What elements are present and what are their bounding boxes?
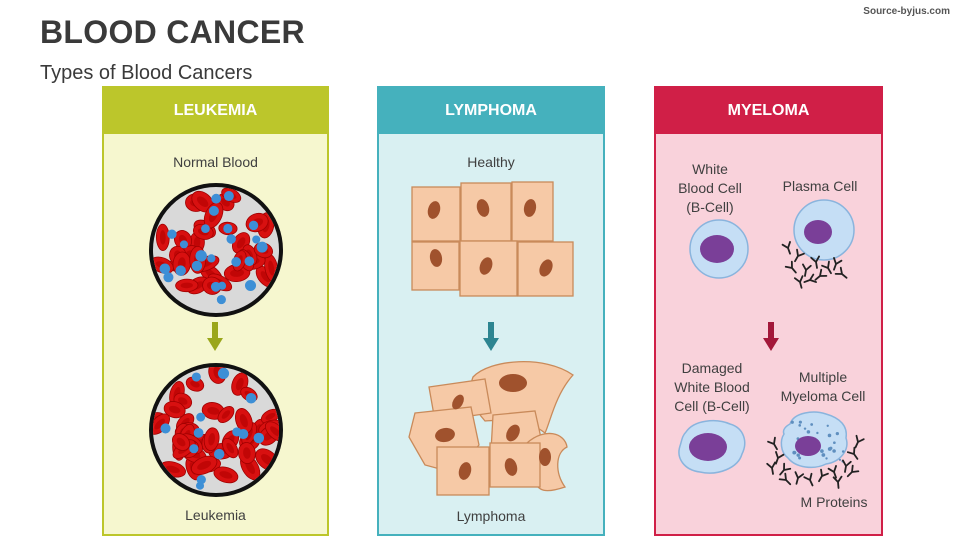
healthy-tissue-illustration [411,181,574,297]
damaged-cell-icon [678,419,746,474]
plasma-cell-icon [781,199,855,289]
healthy-label: Healthy [467,154,515,170]
down-arrow-icon [763,322,779,351]
leukemia-heading: LEUKEMIA [104,88,327,134]
damaged-cell-label: Damaged White Blood Cell (B-Cell) [674,360,750,414]
lymphoma-label: Lymphoma [456,508,526,524]
leukemia-blood-illustration [149,363,283,497]
source-credit: Source-byjus.com [863,6,950,17]
down-arrow-icon [207,322,223,351]
lymphoma-heading: LYMPHOMA [379,88,603,134]
myeloma-heading: MYELOMA [656,88,881,134]
normal-blood-illustration [149,183,283,317]
myeloma-cell-label: Multiple Myeloma Cell [780,369,866,404]
normal-blood-label: Normal Blood [173,154,258,170]
white-blood-cell-label: White Blood Cell (B-Cell) [678,161,742,215]
m-proteins-label: M Proteins [800,494,868,510]
myeloma-cell-icon [766,411,865,489]
plasma-cell-label: Plasma Cell [782,178,858,194]
page-subtitle: Types of Blood Cancers [40,62,253,84]
lymphoma-tissue-illustration [408,361,574,496]
white-blood-cell-icon [689,219,749,279]
down-arrow-icon [483,322,499,351]
leukemia-label: Leukemia [185,507,246,523]
myeloma-panel: MYELOMA [654,86,883,536]
page-title: BLOOD CANCER [40,14,305,50]
